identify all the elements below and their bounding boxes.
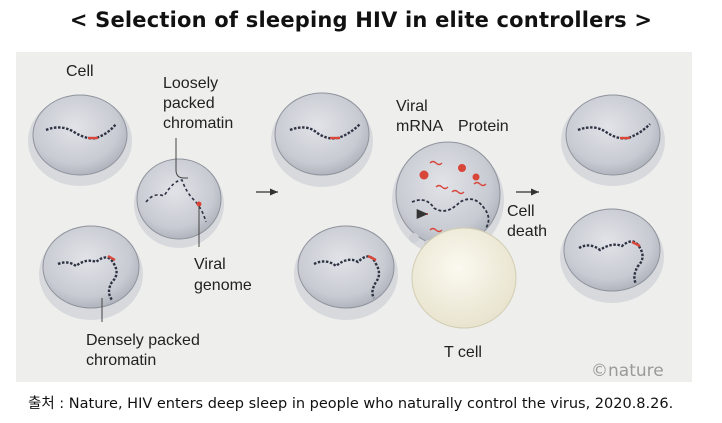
dense-chromatin-cell	[39, 225, 143, 320]
label-loosely-3: chromatin	[163, 115, 233, 132]
label-cell-death-2: death	[507, 223, 547, 240]
surviving-cell-bottom-right	[560, 208, 664, 303]
resting-cell-middle	[271, 92, 373, 187]
diagram-figure: Cell Loosely packed chromatin Viral geno…	[28, 63, 665, 381]
label-viral-mrna-2: mRNA	[396, 118, 443, 135]
label-cell-death-1: Cell	[507, 203, 535, 220]
label-cell: Cell	[66, 63, 94, 80]
label-densely-2: chromatin	[86, 352, 156, 369]
loose-chromatin-cell	[134, 158, 224, 248]
label-t-cell: T cell	[444, 344, 482, 361]
source-caption: 출처 : Nature, HIV enters deep sleep in pe…	[28, 396, 674, 412]
label-viral-mrna-1: Viral	[396, 98, 428, 115]
dense-cell-middle	[294, 225, 398, 320]
label-viral-genome-2: genome	[194, 277, 252, 294]
leader-loosely	[175, 138, 188, 179]
page-title: < Selection of sleeping HIV in elite con…	[69, 8, 653, 32]
label-protein: Protein	[458, 118, 509, 135]
surviving-cell-top-right	[561, 94, 665, 186]
nature-watermark: ©nature	[591, 361, 664, 381]
label-viral-genome-1: Viral	[194, 256, 226, 273]
label-loosely-1: Loosely	[163, 75, 218, 92]
label-densely-1: Densely packed	[86, 332, 200, 349]
label-loosely-2: packed	[163, 95, 215, 112]
resting-cell-top-left	[28, 94, 132, 186]
t-cell	[411, 227, 517, 329]
active-infected-cell	[392, 141, 504, 256]
